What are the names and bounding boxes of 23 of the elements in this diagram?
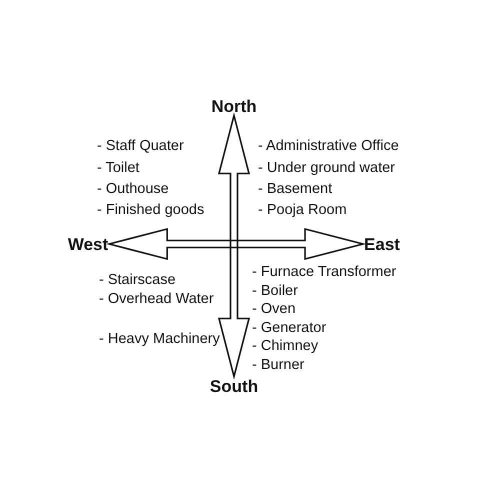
list-item: - Overhead Water [99,290,215,309]
list-item: - Oven [252,300,297,319]
direction-label: North [211,98,257,114]
list-item: - Toilet [97,159,140,178]
direction-label: East [364,236,400,252]
double-arrow [106,228,366,260]
list-item: - Furnace Transformer [252,263,398,282]
list-item: - Administrative Office [258,137,400,156]
double-arrow [218,112,250,380]
list-item: - Burner [252,356,306,375]
list-item: - Staff Quater [97,137,185,156]
list-item: - Generator [252,319,328,338]
list-item: - Outhouse [97,180,170,199]
list-item: - Heavy Machinery [99,330,220,349]
list-item: - Stairscase [99,271,177,290]
list-item: - Finished goods [97,201,206,220]
list-item: - Chimney [252,337,320,356]
list-item: - Basement [258,180,334,199]
list-item: - Pooja Room [258,201,348,220]
list-item: - Under ground water [258,159,396,178]
direction-label: South [210,378,258,394]
list-item: - Boiler [252,282,299,301]
direction-label: West [68,236,108,252]
